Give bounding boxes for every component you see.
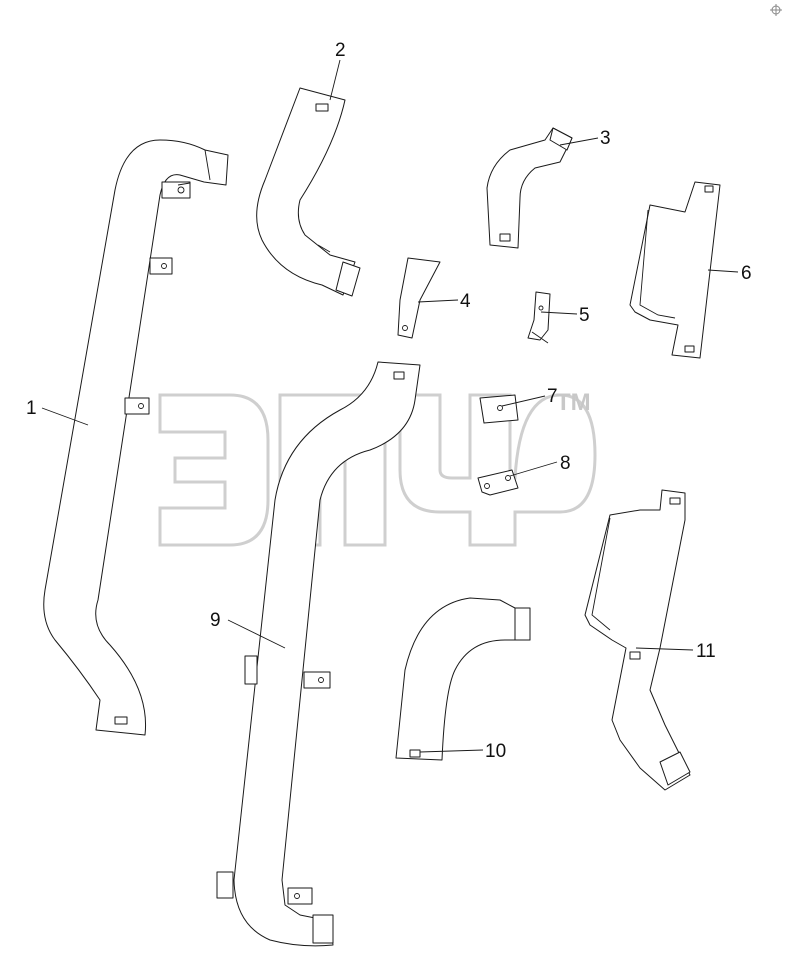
callout-11: 11 xyxy=(696,641,716,662)
leader-11 xyxy=(635,647,694,651)
callout-4: 4 xyxy=(460,291,471,312)
callout-3: 3 xyxy=(600,128,611,149)
part-5-clip xyxy=(527,291,551,344)
part-3-pipe xyxy=(486,127,573,249)
part-8-bracket xyxy=(477,469,519,496)
part-6-duct xyxy=(629,181,721,359)
part-7-plate xyxy=(479,394,519,424)
watermark-trademark: TM xyxy=(556,389,591,416)
callout-2: 2 xyxy=(335,40,346,61)
callout-8: 8 xyxy=(560,453,571,474)
gear-icon xyxy=(770,4,782,16)
part-9-pipe xyxy=(216,361,421,947)
leader-3 xyxy=(559,137,599,146)
leader-5 xyxy=(540,311,578,315)
part-11-duct xyxy=(584,489,691,791)
callout-7: 7 xyxy=(547,386,558,407)
leader-7 xyxy=(501,395,546,407)
leader-1 xyxy=(41,407,89,426)
leader-6 xyxy=(707,269,739,273)
callout-5: 5 xyxy=(579,305,590,326)
part-10-pipe xyxy=(395,597,531,761)
part-1-pipe xyxy=(43,139,229,736)
leader-lines xyxy=(41,59,739,753)
callout-6: 6 xyxy=(741,263,752,284)
part-2-pipe xyxy=(256,87,361,297)
callout-1: 1 xyxy=(26,398,37,419)
leader-9 xyxy=(227,619,286,649)
leader-8 xyxy=(509,461,558,477)
callout-10: 10 xyxy=(485,741,506,762)
leader-2 xyxy=(329,59,341,101)
leader-4 xyxy=(417,299,459,303)
leader-10 xyxy=(419,749,484,753)
callout-labels: 1 2 3 4 5 6 7 8 9 10 11 xyxy=(26,40,752,762)
callout-9: 9 xyxy=(210,610,221,631)
part-4-bracket xyxy=(397,257,441,339)
